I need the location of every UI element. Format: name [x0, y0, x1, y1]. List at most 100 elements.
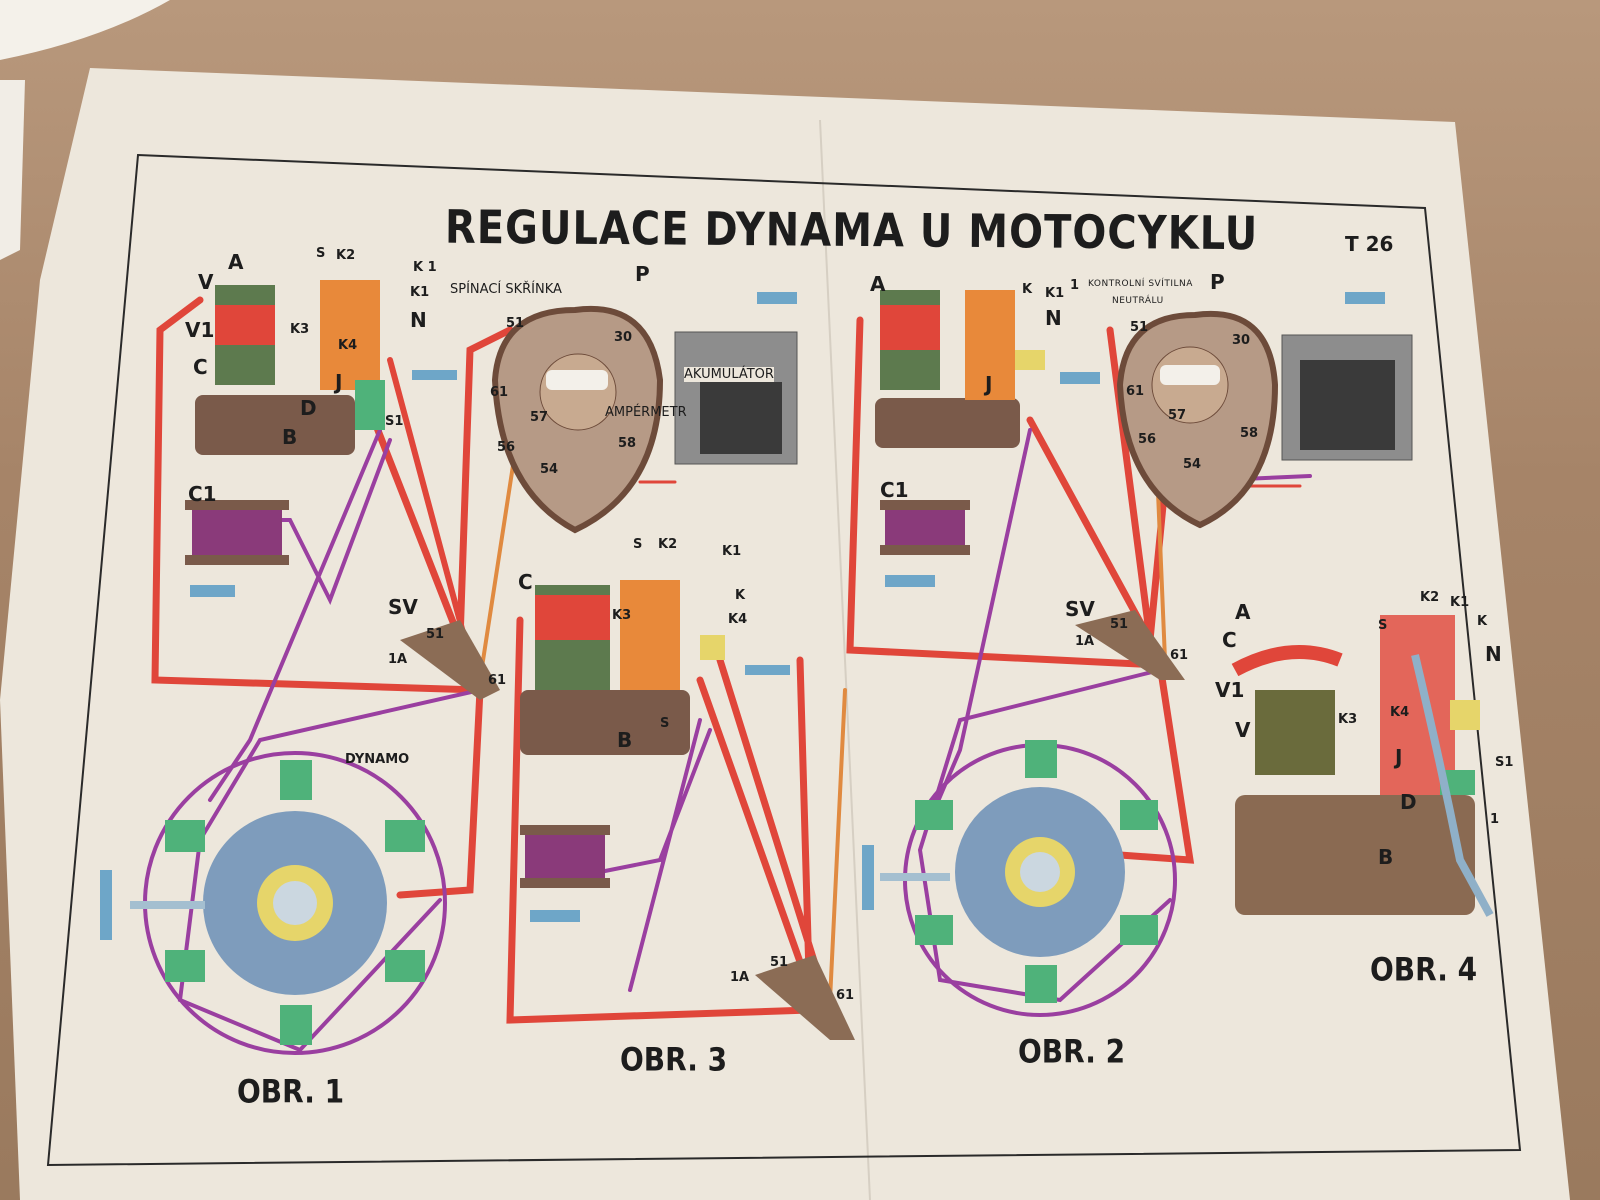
label-k2: K2: [336, 248, 356, 263]
label-k1: K1: [1045, 286, 1065, 301]
label-51: 51: [1110, 617, 1129, 632]
label-k1: K1: [1450, 595, 1470, 610]
terminal-30: 30: [1232, 333, 1251, 348]
sheet-code: T 26: [1345, 232, 1394, 256]
label-control-lamp: KONTROLNÍ SVÍTILNA: [1088, 279, 1193, 289]
label-c: C: [1222, 628, 1237, 652]
label-k: K: [735, 588, 746, 603]
dynamo-fig2: [880, 740, 1177, 1017]
plate-edge: [0, 0, 170, 60]
regulator-fig1: [195, 280, 385, 455]
label-s1: S1: [1495, 755, 1514, 770]
label-a: A: [1235, 600, 1251, 624]
label-j: J: [1395, 745, 1403, 769]
label-b: B: [1378, 845, 1394, 869]
label-n: N: [410, 308, 427, 332]
label-61: 61: [836, 988, 855, 1003]
label-1a: 1A: [730, 970, 750, 985]
label-s1: S1: [385, 414, 404, 429]
figure-label-2: OBR. 2: [1018, 1032, 1126, 1071]
label-1: 1: [1070, 278, 1080, 293]
junction-sv-fig1: [400, 620, 500, 700]
label-j: J: [985, 372, 993, 396]
label-k1: K1: [722, 544, 742, 559]
label-k2: K2: [1420, 590, 1440, 605]
label-51: 51: [770, 955, 789, 970]
label-c1: C1: [188, 482, 217, 506]
label-s: S: [316, 246, 326, 261]
label-s: S: [660, 716, 670, 731]
junction-sv-fig2: [1075, 610, 1185, 680]
label-k-1: K 1: [413, 260, 437, 275]
label-61: 61: [488, 673, 507, 688]
label-k4: K4: [728, 612, 748, 627]
regulator-fig2: [875, 290, 1045, 448]
coil-c1-fig1: [185, 500, 289, 565]
label-b: B: [617, 728, 633, 752]
label-s: S: [633, 537, 643, 552]
label-c1: C1: [880, 478, 909, 502]
paper-edge: [0, 80, 25, 260]
figure-label-4: OBR. 4: [1370, 950, 1478, 989]
label-k3: K3: [1338, 712, 1358, 727]
terminal-61: 61: [490, 385, 509, 400]
wire-red: [151, 296, 484, 899]
label-c: C: [193, 355, 208, 379]
label-n: N: [1045, 306, 1062, 330]
label-k3: K3: [612, 608, 632, 623]
diagram-title: REGULACE DYNAMA U MOTOCYKLU: [444, 201, 1259, 261]
coil-fig3: [520, 825, 610, 888]
label-sv: SV: [388, 595, 418, 619]
regulator-fig3: [520, 580, 725, 755]
label-c: C: [518, 570, 533, 594]
label-v: V: [198, 270, 214, 294]
label-sv: SV: [1065, 597, 1095, 621]
label-1: 1: [1490, 812, 1500, 827]
terminal-51: 51: [1130, 320, 1149, 335]
terminal-54: 54: [1183, 457, 1202, 472]
wire-red: [387, 357, 468, 643]
label-k2: K2: [658, 537, 678, 552]
coil-c1-fig2: [880, 500, 970, 555]
label-51: 51: [426, 627, 445, 642]
junction-fig3: [755, 955, 855, 1040]
wire-red: [366, 326, 514, 642]
wire-red: [506, 616, 824, 1024]
label-b: B: [282, 425, 298, 449]
label-k3: K3: [290, 322, 310, 337]
label-fuse: P: [635, 262, 650, 286]
terminal-58: 58: [618, 436, 637, 451]
dynamo-fig1: [130, 751, 447, 1055]
terminal-30: 30: [614, 330, 633, 345]
label-k4: K4: [338, 338, 358, 353]
terminal-51: 51: [506, 316, 525, 331]
label-1a: 1A: [1075, 634, 1095, 649]
label-dynamo: DYNAMO: [345, 752, 410, 767]
label-k1: K1: [410, 285, 430, 300]
terminal-56: 56: [497, 440, 516, 455]
label-n: N: [1485, 642, 1502, 666]
label-a: A: [228, 250, 244, 274]
terminal-61: 61: [1126, 384, 1145, 399]
regulator-fig4: [1231, 615, 1494, 917]
label-v: V: [1235, 718, 1251, 742]
label-switchbox: SPÍNACÍ SKŘÍNKA: [450, 282, 562, 297]
terminal-57: 57: [530, 410, 549, 425]
label-d: D: [1400, 790, 1417, 814]
label-v1: V1: [1215, 678, 1245, 702]
label-j: J: [335, 370, 343, 394]
label-k: K: [1022, 282, 1033, 297]
label-ammeter: AMPÉRMETR: [605, 405, 687, 420]
label-battery: AKUMULÁTOR: [684, 367, 774, 382]
terminal-57: 57: [1168, 408, 1187, 423]
frame-border: [46, 153, 1522, 1167]
figure-label-1: OBR. 1: [237, 1072, 345, 1111]
label-d: D: [300, 396, 317, 420]
figure-label-3: OBR. 3: [620, 1040, 728, 1079]
terminal-58: 58: [1240, 426, 1259, 441]
label-k: K: [1477, 614, 1488, 629]
wire-orange: [828, 688, 847, 1002]
label-s: S: [1378, 618, 1388, 633]
